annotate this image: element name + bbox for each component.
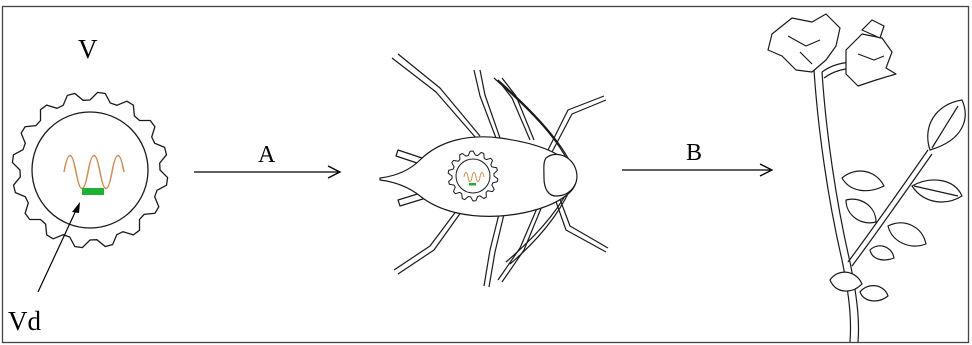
- plant-leaf-bud: [870, 246, 894, 260]
- virus-label: V: [78, 34, 98, 64]
- plant-leaf-left: [846, 199, 876, 223]
- arrow-a-label: A: [258, 142, 276, 168]
- plant-flower-right: [846, 34, 896, 86]
- aphid-icon: [380, 54, 608, 287]
- satellite-pointer-head: [72, 202, 80, 213]
- flowering-plant-icon: [768, 14, 965, 342]
- genome-strand: [64, 156, 124, 189]
- virus-particle-icon: [12, 92, 167, 247]
- plant-leaf-lower-left: [830, 272, 862, 291]
- plant-leaf-left-mid: [842, 171, 884, 191]
- arrow-b-label: B: [686, 140, 702, 166]
- plant-leaf-upper-right: [928, 100, 965, 150]
- aphid-head: [544, 154, 577, 196]
- plant-leaf-right-low: [888, 223, 926, 246]
- plant-leaf-lower-right: [860, 286, 888, 301]
- plant-leaf-right-mid: [912, 180, 962, 202]
- capsid-outline: [12, 92, 167, 247]
- satellite-label: Vd: [8, 306, 41, 336]
- virus-inner-membrane: [32, 112, 148, 228]
- satellite-rna-bar: [82, 188, 104, 195]
- plant-flower-left: [768, 14, 840, 72]
